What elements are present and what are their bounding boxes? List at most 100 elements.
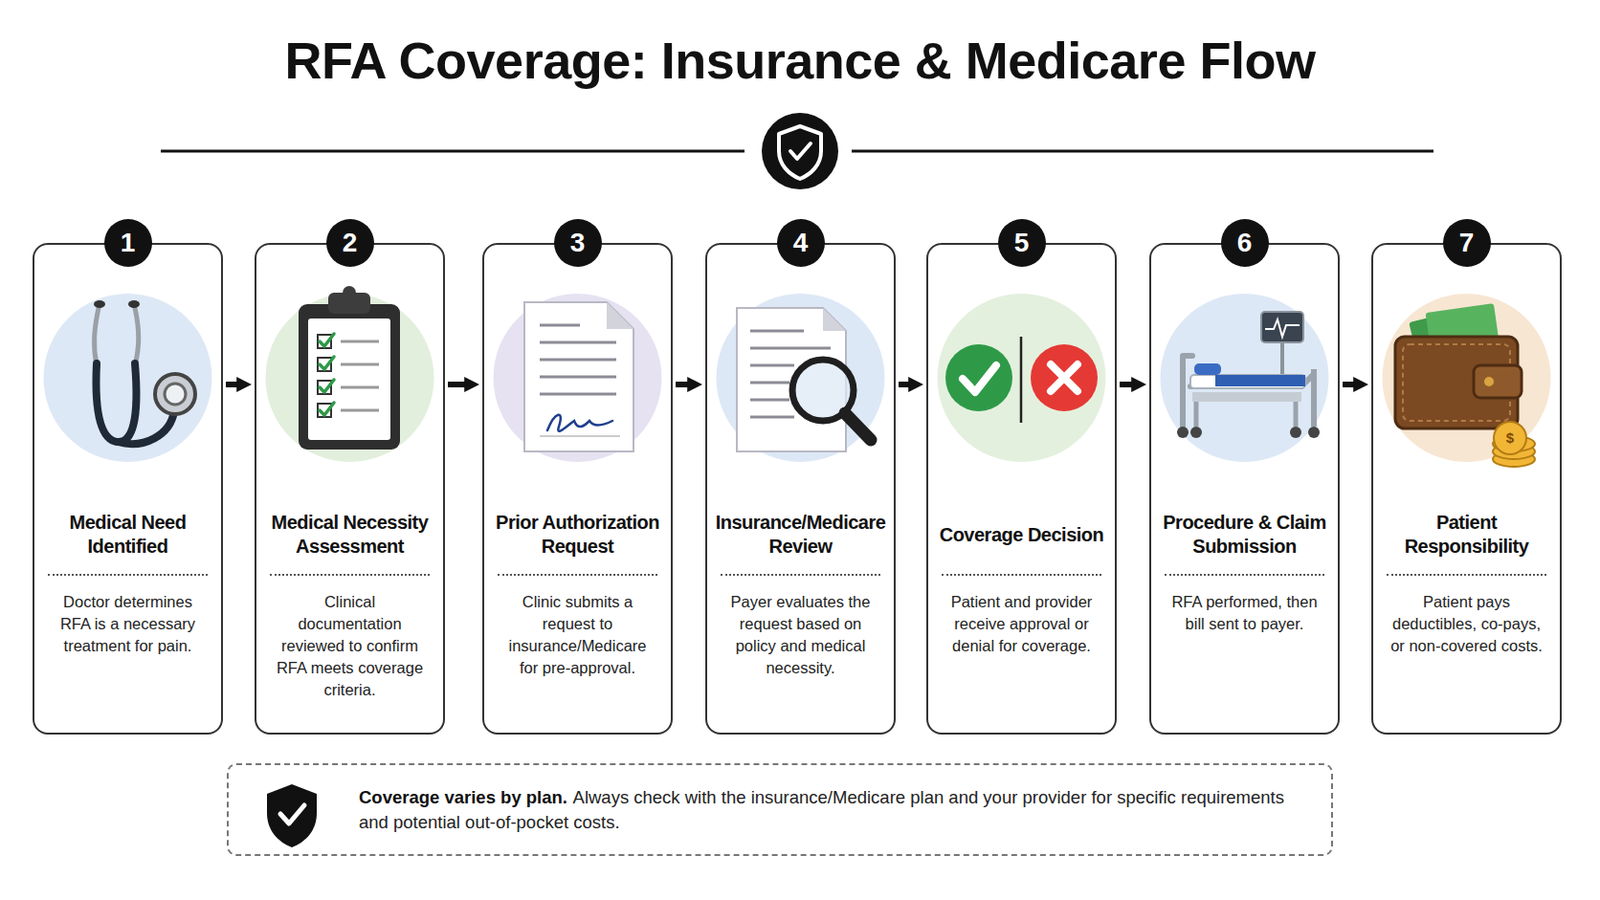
hospital-bed-icon-part	[1190, 426, 1202, 439]
review-document-icon-part	[822, 308, 846, 332]
header-shield-part	[761, 112, 839, 190]
stethoscope-icon-part	[134, 308, 139, 366]
callout-number: 4	[777, 219, 825, 267]
step-description: Clinic submits a request to insurance/Me…	[497, 574, 658, 680]
stethoscope-icon-part	[164, 383, 186, 405]
step-description: RFA performed, then bill sent to payer.	[1164, 574, 1325, 636]
clipboard-icon-part-part	[319, 333, 334, 347]
note-emphasis: Coverage varies by plan.	[358, 787, 568, 808]
review-document-icon-part-part	[750, 347, 831, 351]
clipboard-icon-part	[308, 318, 391, 441]
header-rule-part	[160, 150, 745, 154]
wallet-icon-part	[1484, 377, 1494, 387]
clipboard-icon-part	[298, 304, 400, 450]
flow-arrow	[1342, 381, 1358, 388]
step-description: Patient and provider receive approval or…	[941, 574, 1102, 658]
stethoscope-icon-part	[117, 411, 175, 445]
wallet-icon-part	[1492, 422, 1535, 467]
step-description: Clinical documentation reviewed to confi…	[269, 574, 430, 702]
callout-number: 5	[998, 219, 1046, 267]
callout-number: 3	[554, 219, 602, 267]
icon-discs	[44, 293, 1552, 463]
decision-icon-part	[1050, 364, 1078, 392]
step-card: Medical Need IdentifiedDoctor determines…	[32, 243, 223, 735]
icon-discs-part	[716, 293, 886, 463]
step-description: Patient pays deductibles, co-pays, or no…	[1386, 574, 1547, 658]
signed-document-icon-part	[606, 302, 634, 330]
decision-icon	[945, 336, 1098, 423]
hospital-bed-icon-part	[1265, 319, 1300, 337]
note-box: Coverage varies by plan.Always check wit…	[226, 763, 1334, 857]
header-shield-part	[790, 143, 811, 159]
flow-arrow	[675, 381, 692, 388]
step-heading: Medical Necessity Assessment	[256, 503, 444, 567]
icon-discs-part	[1160, 293, 1330, 463]
clipboard-icon-part-part	[319, 379, 334, 393]
header-shield	[761, 112, 839, 190]
header-rule-part	[851, 150, 1434, 154]
step-heading: Patient Responsibility	[1373, 503, 1560, 567]
review-document-icon-part-part	[750, 399, 790, 402]
hospital-bed-icon-part	[1194, 363, 1222, 376]
step-card: Patient ResponsibilityPatient pays deduc…	[1371, 243, 1562, 735]
hospital-bed-icon-part	[1308, 426, 1320, 439]
signed-document-icon	[524, 302, 634, 452]
step-heading: Medical Need Identified	[34, 503, 222, 567]
signed-document-icon-part	[524, 302, 634, 452]
clipboard-icon-part-part	[319, 356, 334, 370]
note-shield-icon-part	[266, 784, 317, 848]
hospital-bed-icon-part	[1311, 369, 1317, 427]
wallet-icon	[1395, 303, 1535, 467]
hospital-bed-icon-part	[1190, 375, 1306, 389]
flow-arrow	[447, 381, 469, 388]
step-card: Prior Authorization RequestClinic submit…	[482, 243, 673, 735]
signed-document-icon-part	[539, 435, 621, 438]
decision-icon-part	[1020, 336, 1023, 423]
hospital-bed-icon-part	[1261, 311, 1304, 343]
review-document-icon-part-part	[750, 330, 804, 334]
callout-number: 7	[1443, 219, 1491, 267]
step-heading: Coverage Decision	[928, 503, 1115, 567]
note-text: Coverage varies by plan.Always check wit…	[358, 785, 1303, 836]
icon-discs-part	[266, 293, 435, 463]
hospital-bed-icon-part	[1293, 401, 1299, 427]
hospital-bed-icon-part	[1289, 426, 1302, 439]
clipboard-icon-part	[340, 341, 379, 411]
clipboard-icon-part	[342, 286, 356, 300]
icon-discs-part	[937, 293, 1107, 463]
step-card: Insurance/Medicare ReviewPayer evaluates…	[705, 243, 896, 735]
signed-document-icon-part	[539, 325, 617, 395]
callout-number: 1	[104, 219, 153, 267]
clipboard-icon-part-part	[340, 386, 379, 390]
clipboard-icon-part-part	[340, 363, 379, 367]
flow-arrow	[1119, 381, 1136, 388]
review-document-icon-part-part	[750, 416, 795, 420]
step-heading: Insurance/Medicare Review	[707, 503, 894, 567]
decision-icon-part	[962, 365, 997, 393]
flow-arrow	[898, 381, 913, 388]
stethoscope-icon-part	[155, 374, 196, 415]
signed-document-icon-part-part	[539, 376, 617, 379]
decision-icon-part	[1030, 344, 1098, 412]
clipboard-icon-part-part	[319, 402, 334, 416]
step-card: Coverage DecisionPatient and provider re…	[926, 243, 1117, 735]
stethoscope-icon-part	[95, 363, 136, 443]
note-shield-icon	[266, 784, 317, 848]
step-heading: Procedure & Claim Submission	[1151, 503, 1338, 567]
step-description: Doctor determines RFA is a necessary tre…	[47, 574, 208, 658]
hospital-bed-icon-part	[1194, 401, 1200, 427]
note-shield-icon-part	[280, 805, 305, 824]
signed-document-icon-part	[547, 415, 613, 432]
stethoscope-icon-part	[128, 300, 140, 309]
review-document-icon-part-part	[750, 381, 790, 385]
clipboard-icon-part-part	[340, 409, 379, 413]
header-shield-part	[778, 126, 822, 179]
wallet-icon-part	[1473, 365, 1522, 399]
currency-sign: $	[1500, 428, 1520, 448]
hospital-bed-icon-part	[1215, 375, 1306, 387]
stethoscope-icon	[93, 300, 196, 445]
flow-arrow	[225, 381, 242, 388]
review-document-icon-part	[844, 413, 871, 441]
